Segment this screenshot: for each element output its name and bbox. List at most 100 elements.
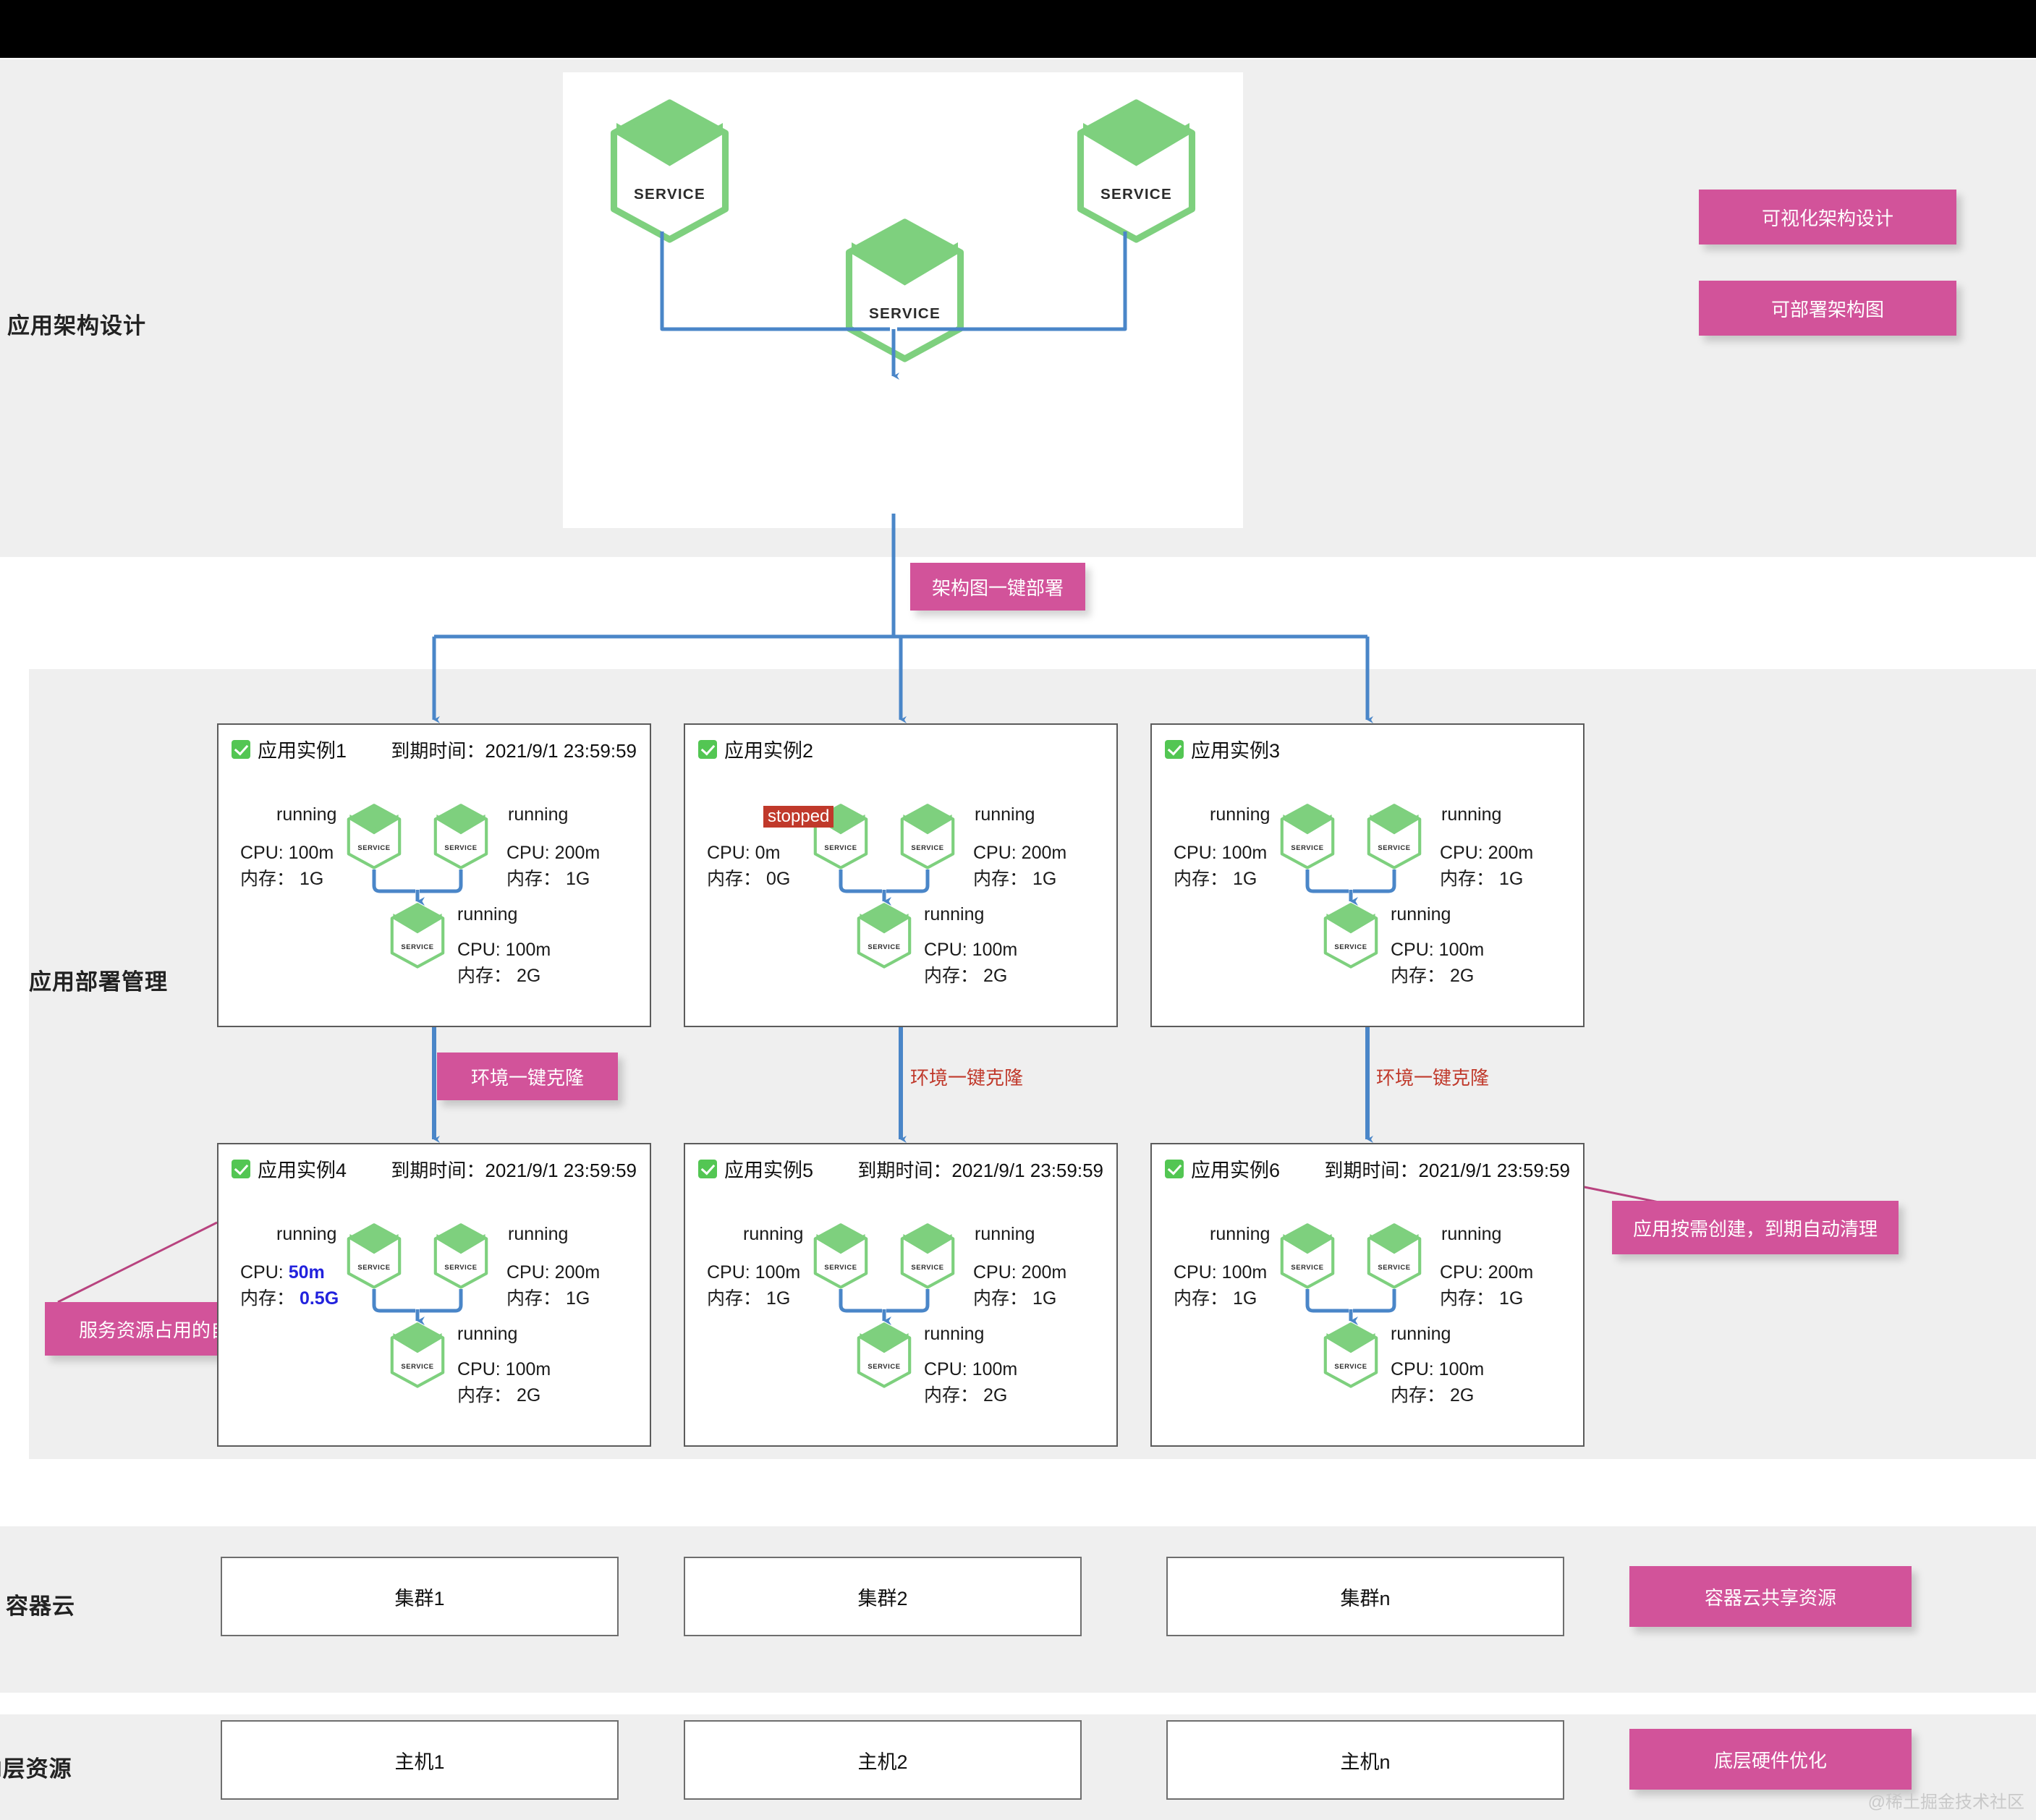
mem-value: 内存： 1G: [240, 868, 324, 889]
checkmark-icon: [1165, 1159, 1184, 1178]
cpu-value: CPU: 100m: [240, 843, 334, 863]
service-node-left[interactable]: SERVICE: [1278, 803, 1336, 870]
chip-one-click-deploy[interactable]: 架构图一键部署: [910, 563, 1085, 611]
host-box-2[interactable]: 主机2: [684, 1720, 1082, 1800]
service-node-bottom[interactable]: SERVICE: [855, 902, 913, 969]
mem-value: 内存： 2G: [1391, 1385, 1475, 1406]
app-instance-name: 应用实例1: [258, 740, 347, 762]
service-node-right[interactable]: SERVICE: [1365, 803, 1423, 870]
cpu-value: CPU: 200m: [973, 843, 1067, 863]
cpu-value: CPU: 100m: [1391, 1359, 1485, 1379]
app-instance-name: 应用实例3: [1191, 740, 1281, 762]
arch-service-node-1[interactable]: SERVICE: [606, 98, 733, 244]
clone-label-2: 环境一键克隆: [910, 1067, 1024, 1089]
cpu-value: CPU: 200m: [1440, 843, 1534, 863]
mem-value: 内存： 1G: [1440, 868, 1524, 889]
service-resources-bottom: CPU: 100m 内存： 2G: [457, 937, 551, 989]
cpu-value-highlighted: 50m: [288, 1262, 325, 1283]
clone-label-1[interactable]: 环境一键克隆: [437, 1053, 618, 1100]
section-label-container-cloud: 容器云: [6, 1594, 75, 1619]
app-instance-expiry: 到期时间：2021/9/1 23:59:59: [1324, 1160, 1570, 1181]
service-resources-bottom: CPU: 100m 内存： 2G: [457, 1357, 551, 1408]
service-status-left: running: [743, 1224, 804, 1244]
mem-value: 内存： 2G: [924, 965, 1008, 986]
service-node-right[interactable]: SERVICE: [899, 803, 957, 870]
service-node-bottom[interactable]: SERVICE: [389, 902, 446, 969]
app-instance-name: 应用实例5: [724, 1160, 814, 1181]
mem-value: 内存： 1G: [506, 868, 590, 889]
cluster-box-1[interactable]: 集群1: [221, 1557, 619, 1636]
app-instance-title: 应用实例1: [232, 735, 347, 763]
clone-label-3: 环境一键克隆: [1376, 1067, 1490, 1089]
section-label-deployment: 应用部署管理: [29, 969, 168, 995]
mem-value: 内存： 2G: [457, 1385, 541, 1406]
service-status-bottom: running: [457, 1324, 518, 1344]
cluster-box-n[interactable]: 集群n: [1166, 1557, 1564, 1636]
service-status-right: running: [508, 804, 569, 825]
service-node-right[interactable]: SERVICE: [1365, 1222, 1423, 1290]
cpu-value: CPU: 200m: [506, 843, 601, 863]
chip-container-shared-resource[interactable]: 容器云共享资源: [1629, 1566, 1912, 1627]
service-node-bottom[interactable]: SERVICE: [855, 1322, 913, 1389]
service-node-left[interactable]: SERVICE: [345, 803, 403, 870]
cpu-value: CPU: 100m: [924, 940, 1018, 960]
arch-service-node-3[interactable]: SERVICE: [841, 217, 968, 364]
app-instance-expiry: 到期时间：2021/9/1 23:59:59: [391, 740, 637, 762]
service-resources-right: CPU: 200m 内存： 1G: [1440, 841, 1533, 892]
architecture-canvas[interactable]: SERVICE SERVICE SERVICE: [563, 72, 1243, 528]
watermark: @稀土掘金技术社区: [1867, 1793, 2024, 1812]
host-box-1[interactable]: 主机1: [221, 1720, 619, 1800]
section-label-infrastructure: I层资源: [0, 1756, 72, 1782]
service-status-bottom: running: [924, 1324, 985, 1344]
service-status-bottom: running: [457, 904, 518, 924]
app-instance-name: 应用实例4: [258, 1160, 347, 1181]
mem-value: 内存： 2G: [924, 1385, 1008, 1406]
service-node-left[interactable]: SERVICE: [345, 1222, 403, 1290]
chip-hardware-optimization[interactable]: 底层硬件优化: [1629, 1729, 1912, 1790]
mem-value: 内存： 2G: [457, 965, 541, 986]
service-status-bottom: running: [1391, 1324, 1451, 1344]
service-status-stopped-badge: stopped: [763, 806, 834, 828]
service-node-bottom[interactable]: SERVICE: [1322, 902, 1380, 969]
cpu-value: CPU: 100m: [457, 1359, 551, 1379]
callout-on-demand-auto-cleanup[interactable]: 应用按需创建，到期自动清理: [1612, 1201, 1899, 1254]
cpu-value: CPU: 100m: [457, 940, 551, 960]
cpu-value: CPU: 200m: [1440, 1262, 1534, 1283]
mem-value: 内存： 1G: [973, 868, 1057, 889]
checkmark-icon: [698, 739, 717, 759]
service-node-right[interactable]: SERVICE: [899, 1222, 957, 1290]
service-node-bottom[interactable]: SERVICE: [1322, 1322, 1380, 1389]
service-status-right: running: [508, 1224, 569, 1244]
cluster-box-2[interactable]: 集群2: [684, 1557, 1082, 1636]
checkmark-icon: [232, 739, 250, 759]
service-node-left[interactable]: SERVICE: [812, 1222, 870, 1290]
service-status-bottom: running: [924, 904, 985, 924]
cpu-value: CPU: 100m: [1391, 940, 1485, 960]
cpu-value: CPU: 100m: [1174, 843, 1268, 863]
service-status-right: running: [975, 1224, 1035, 1244]
mem-value: 内存： 1G: [707, 1288, 791, 1309]
chip-deployable-arch-diagram[interactable]: 可部署架构图: [1699, 281, 1956, 336]
service-node-right[interactable]: SERVICE: [432, 1222, 490, 1290]
service-status-left: running: [1210, 1224, 1271, 1244]
service-status-left: running: [276, 804, 337, 825]
chip-visual-arch-design[interactable]: 可视化架构设计: [1699, 190, 1956, 244]
service-node-left[interactable]: SERVICE: [1278, 1222, 1336, 1290]
host-box-n[interactable]: 主机n: [1166, 1720, 1564, 1800]
service-node-bottom[interactable]: SERVICE: [389, 1322, 446, 1389]
arch-service-node-2[interactable]: SERVICE: [1073, 98, 1200, 244]
service-node-right[interactable]: SERVICE: [432, 803, 490, 870]
